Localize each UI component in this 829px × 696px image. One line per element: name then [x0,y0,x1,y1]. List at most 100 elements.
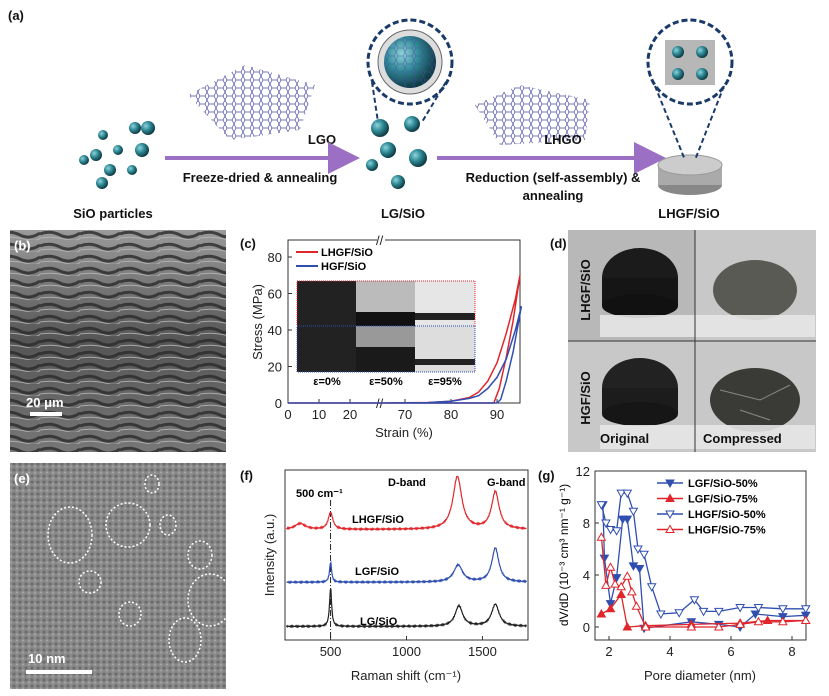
data-point [698,607,709,617]
data-point [610,579,620,588]
data-point [611,527,622,536]
lgo-sheet-icon [188,65,315,140]
legend-label: LHGF/SiO [321,247,373,259]
data-point [750,610,761,620]
row-label-hgf: HGF/SiO [578,371,593,424]
data-point [596,608,607,618]
row-label-lhgf: LHGF/SiO [578,259,593,320]
data-point [713,607,724,617]
inset-strain-label: ε=50% [369,376,403,388]
x-tick-label: 500 [320,644,342,659]
lhgo-sheet-icon [475,85,590,145]
y-axis-label: dV/dD (10⁻³ cm³ nm⁻¹ g⁻¹) [557,484,571,626]
x-tick-label: 90 [490,407,504,422]
legend-label: LGF/SiO-50% [688,478,758,490]
data-point [674,609,685,618]
axis-break-mark [377,236,385,244]
data-point [686,621,697,631]
data-point [640,621,651,631]
data-point [753,616,764,626]
data-point [601,580,611,589]
data-point [655,610,666,620]
data-point [622,515,633,525]
lg-sio-zoom-icon [366,18,454,123]
data-point [616,489,627,499]
data-point [713,621,724,631]
series-label: LG/SiO [360,616,398,628]
annotation-g-band: G-band [487,477,526,489]
x-tick-label: 4 [666,644,673,659]
y-axis-label: Intensity (a.u.) [262,514,277,596]
x-tick-label: 6 [727,644,734,659]
y-tick-label: 60 [268,287,282,302]
data-point [622,621,633,631]
data-point [616,589,627,598]
data-point [633,545,643,555]
lhgf-sio-monolith-icon [646,18,734,195]
x-tick-label: 8 [788,644,795,659]
data-point [735,619,746,628]
sio-particles-icon [79,121,155,189]
scale-bar-label: 10 nm [28,651,66,666]
data-point [800,605,811,614]
data-point [622,489,633,499]
data-point [596,501,607,510]
series-label: LGF/SiO [355,566,399,578]
series-line-hgf-sio [288,306,523,404]
data-point [631,601,642,610]
data-point [753,604,764,613]
x-axis-label: Pore diameter (nm) [644,668,756,683]
step2-label-line1: Reduction (self-assembly) & [466,170,641,185]
legend-label: LGF/SiO-75% [688,494,758,506]
sio-particles-label: SiO particles [73,206,152,221]
step1-label: Freeze-dried & annealing [183,170,338,185]
annotation-500: 500 cm⁻¹ [296,488,343,500]
data-point [634,565,645,574]
panel-f-label: (f) [240,468,253,483]
x-axis-label: Raman shift (cm⁻¹) [351,668,461,683]
y-tick-label: 40 [268,323,282,338]
lg-sio-particles-icon [366,116,427,189]
panel-a-schematic: (a) SiO particles LGO Freeze-dried & ann… [8,8,734,221]
x-axis-label: Strain (%) [375,425,433,440]
col-label-original: Original [600,431,649,446]
data-point [628,562,639,571]
legend-label: LHGF/SiO-50% [688,509,766,521]
y-tick-label: 20 [268,360,282,375]
data-point [599,554,610,564]
legend-marker [665,510,675,520]
panel-e-tem-image: (e) 10 nm [10,463,233,689]
legend-label: HGF/SiO [321,261,367,273]
step2-label-line2: annealing [523,188,584,203]
data-point [601,519,611,529]
lgo-label: LGO [308,132,336,147]
data-point [639,550,649,560]
series-line-lgf-sio [286,546,527,585]
scale-bar [26,670,92,674]
panel-g-label: (g) [538,468,555,483]
y-tick-label: 80 [268,250,282,265]
scale-bar-label: 20 μm [26,395,64,410]
lhgo-label: LHGO [544,132,582,147]
x-tick-label: 1500 [468,644,497,659]
annotation-d-band: D-band [388,477,426,489]
lhgf-sio-label: LHGF/SiO [658,206,719,221]
axis-break-mark: // [376,233,384,248]
data-point [628,507,639,517]
x-tick-label: 1000 [392,644,421,659]
y-tick-label: 4 [583,568,590,583]
panel-c-label: (c) [240,236,256,251]
data-point [777,616,788,626]
legend-marker [665,524,675,533]
data-point [622,571,633,580]
x-tick-label: 2 [605,644,612,659]
y-tick-label: 8 [583,516,590,531]
panel-d-label: (d) [550,236,567,251]
plot-frame [594,470,807,641]
scale-bar [30,412,62,416]
lg-sio-label: LG/SiO [381,206,425,221]
y-tick-label: 0 [275,396,282,411]
